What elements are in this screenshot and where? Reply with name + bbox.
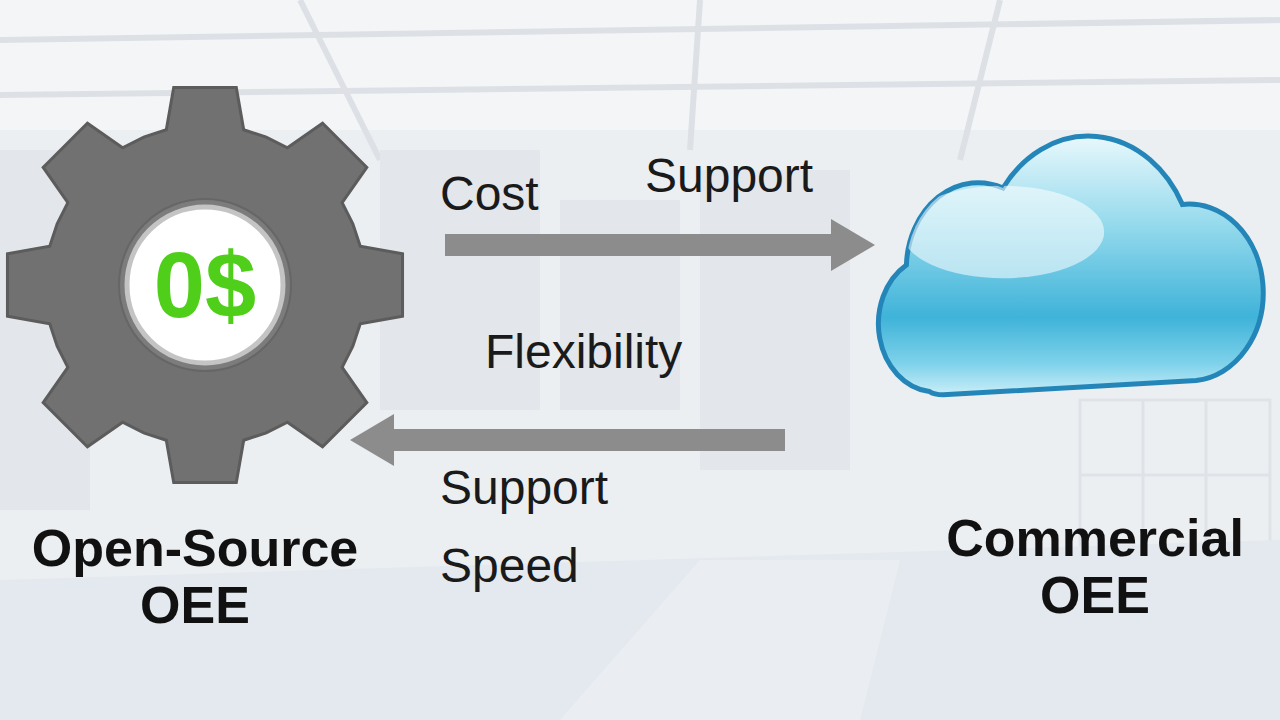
arrow-head [831, 219, 875, 271]
machine [560, 200, 680, 410]
cloud-shape [878, 136, 1263, 395]
cloud-group [878, 136, 1263, 395]
cloud-outline [865, 100, 1275, 410]
machine [700, 170, 850, 470]
arrow-shaft [445, 234, 833, 256]
window-bar [1080, 474, 1270, 477]
arrow-label: Speed [440, 540, 579, 593]
price-badge: 0$ [5, 239, 405, 331]
arrow-label: Support [440, 462, 608, 515]
cloud-gloss [902, 186, 1104, 278]
beam [960, 0, 1000, 160]
flow-arrow [445, 219, 875, 271]
arrow-head [350, 414, 394, 466]
floor-aisle [560, 560, 900, 720]
flow-arrow [350, 414, 785, 466]
node-title: Open-Source OEE [15, 520, 375, 634]
arrow-label: Cost [440, 168, 539, 221]
beam [690, 0, 700, 150]
node-title: Commercial OEE [925, 510, 1265, 624]
arrow-label: Support [645, 150, 813, 203]
arrow-shaft [392, 429, 785, 451]
cloud-node: Commercial OEE [865, 100, 1275, 633]
arrow-label: Flexibility [485, 326, 682, 379]
beam [0, 20, 1280, 40]
gear-node: 0$ Open-Source OEE [5, 80, 405, 643]
